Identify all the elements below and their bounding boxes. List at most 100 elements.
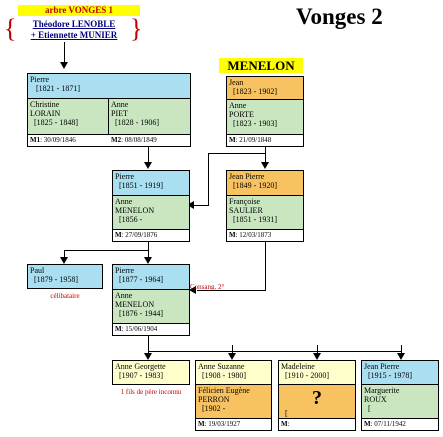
spouse-last-name: PIET	[111, 109, 128, 118]
connector	[64, 42, 65, 62]
connector	[208, 153, 209, 205]
person-pierre-1821[interactable]: Pierre [1821 - 1871]	[28, 74, 190, 98]
family-card-madeleine: Madeleine [1910 - 2000] ? [ M:	[278, 360, 356, 431]
left-brace: {	[4, 14, 17, 43]
connector	[265, 147, 266, 163]
family-label: MENELON	[219, 58, 303, 73]
person-anne-georgette: Anne Georgette [1907 - 1983]	[113, 361, 189, 384]
person-dates: [1910 - 2000]	[285, 371, 329, 380]
connector	[148, 242, 149, 262]
right-brace: }	[130, 14, 143, 43]
couple-line-1[interactable]: Théodore LENOBLE	[32, 19, 116, 29]
marriage-line: M: 21/09/1848	[227, 134, 303, 146]
marriage-label: M	[198, 420, 205, 428]
marriage-date: :	[287, 420, 290, 428]
marriage-label: M	[115, 231, 122, 239]
marriage-label: M	[229, 136, 236, 144]
family-card-anne-suzanne: Anne Suzanne [1908 - 1980] Félicien Eugè…	[195, 360, 272, 431]
marriage-label: M	[229, 231, 236, 239]
couple-line-2[interactable]: + Etiennette MUNIER	[30, 30, 118, 40]
spouse-dates: [1828 - 1906]	[115, 118, 159, 127]
person-dates: [1915 - 1978]	[368, 371, 412, 380]
spouse-first-name: Anne	[115, 197, 133, 206]
person-pierre-1877[interactable]: Pierre [1877 - 1964]	[113, 265, 189, 289]
connector	[148, 147, 149, 163]
connector	[265, 242, 266, 290]
marriage-label: M	[115, 325, 122, 333]
spouse-last-name: MENELON	[115, 206, 155, 215]
person-name: Paul	[30, 266, 45, 275]
marriage-line: M: 12/03/1873	[227, 229, 303, 241]
person-name: Anne Suzanne	[198, 362, 245, 371]
arrow-icon	[144, 353, 152, 360]
spouse-first-name: Françoise	[229, 197, 261, 206]
marriage-line: M: 07/11/1942	[362, 418, 438, 430]
spouse-first-name: Anne	[229, 101, 247, 110]
connector	[148, 351, 401, 352]
spouse-first-name: Anne	[111, 100, 129, 109]
person-card-paul[interactable]: Paul [1879 - 1958]	[27, 264, 103, 289]
person-paul: Paul [1879 - 1958]	[28, 265, 102, 288]
connector	[64, 250, 65, 260]
marriage-date: : 07/11/1942	[370, 420, 406, 428]
marriage-line: M: 19/03/1927	[196, 418, 271, 430]
arrow-icon	[261, 162, 269, 169]
marriage-date: : 21/09/1848	[235, 136, 272, 144]
marriage-date: : 15/06/1904	[121, 325, 158, 333]
arrow-icon	[60, 62, 68, 69]
person-anne-suzanne[interactable]: Anne Suzanne [1908 - 1980]	[196, 361, 271, 384]
spouse-marguerite-roux[interactable]: Marguerite ROUX [	[362, 384, 438, 420]
person-name: Pierre	[30, 75, 50, 84]
spouse-last-name: PERRON	[198, 395, 230, 404]
connector	[64, 250, 148, 251]
person-card-anne-georgette[interactable]: Anne Georgette [1907 - 1983]	[112, 360, 190, 385]
connector	[197, 290, 266, 291]
connector	[148, 336, 149, 353]
spouse-francoise-saulier[interactable]: Françoise SAULIER [1851 - 1931]	[227, 195, 303, 231]
spouse-dates: [	[285, 409, 288, 418]
spouse-first-name: Marguerite	[364, 386, 400, 395]
link-arbre-vonges-1[interactable]: arbre VONGES 1	[18, 5, 140, 16]
person-name: Madeleine	[281, 362, 315, 371]
person-madeleine[interactable]: Madeleine [1910 - 2000]	[279, 361, 355, 384]
person-jean-pierre-1915[interactable]: Jean Pierre [1915 - 1978]	[362, 361, 438, 384]
family-card-jean-1823: Jean [1823 - 1902] Anne PORTE [1823 - 19…	[226, 76, 304, 147]
unknown-spouse-icon: ?	[312, 387, 322, 409]
marriage-date: : 19/03/1927	[204, 420, 241, 428]
person-jean-pierre-1849[interactable]: Jean Pierre [1849 - 1920]	[227, 171, 303, 195]
person-dates: [1823 - 1902]	[233, 87, 277, 96]
marriage-date: : 12/03/1873	[235, 231, 272, 239]
person-jean-1823[interactable]: Jean [1823 - 1902]	[227, 77, 303, 99]
person-pierre-1851[interactable]: Pierre [1851 - 1919]	[113, 171, 189, 195]
marriage-line: M: 27/09/1876	[113, 229, 189, 241]
note-celibataire: célibataire	[50, 292, 80, 300]
arrow-icon	[144, 257, 152, 264]
spouse-felicien-perron[interactable]: Félicien Eugène PERRON [1902 -	[196, 384, 271, 420]
marriage-label: M	[364, 420, 371, 428]
consanguinity-note: Consang. 2°	[190, 283, 225, 291]
family-card-pierre-1877: Pierre [1877 - 1964] Anne MENELON [1876 …	[112, 264, 190, 336]
spouse-anne-menelon-1876[interactable]: Anne MENELON [1876 - 1944]	[113, 289, 189, 325]
person-name: Jean	[229, 78, 244, 87]
person-dates: [1851 - 1919]	[119, 181, 163, 190]
family-card-jean-pierre-1849: Jean Pierre [1849 - 1920] Françoise SAUL…	[226, 170, 304, 242]
marriage-label: M2	[111, 136, 122, 144]
spouse-last-name: MENELON	[115, 300, 155, 309]
marriage-line: M:	[279, 418, 355, 430]
spouse-anne-menelon-1856[interactable]: Anne MENELON [1856 -	[113, 195, 189, 231]
person-name: Pierre	[115, 172, 135, 181]
spouse-dates: [	[368, 404, 371, 413]
arrow-icon	[313, 353, 321, 360]
spouse-anne-porte[interactable]: Anne PORTE [1823 - 1903]	[227, 99, 303, 136]
spouse-unknown[interactable]: ? [	[279, 384, 355, 420]
arrow-icon	[397, 353, 405, 360]
spouse-christine-lorain[interactable]: Christine LORAIN [1825 - 1848]	[28, 98, 109, 136]
connector	[232, 345, 233, 353]
spouse-first-name: Félicien Eugène	[198, 386, 250, 395]
person-dates: [1877 - 1964]	[119, 275, 163, 284]
family-card-jean-pierre-1915: Jean Pierre [1915 - 1978] Marguerite ROU…	[361, 360, 439, 431]
spouse-dates: [1856 -	[119, 215, 143, 224]
person-name: Anne Georgette	[115, 362, 166, 371]
spouse-anne-piet[interactable]: Anne PIET [1828 - 1906]	[109, 98, 190, 136]
person-dates: [1821 - 1871]	[36, 84, 80, 93]
